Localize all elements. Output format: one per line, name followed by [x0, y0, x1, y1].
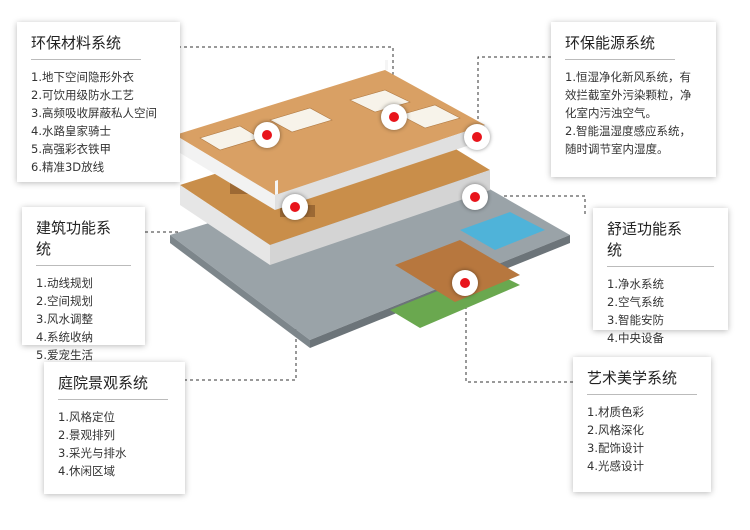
- list-item: 1.恒湿净化新风系统，有效拦截室外污染颗粒，净化室内污浊空气。: [565, 70, 692, 120]
- panel-eco-energy: 环保能源系统 1.恒湿净化新风系统，有效拦截室外污染颗粒，净化室内污浊空气。 2…: [551, 22, 716, 177]
- leader-eco-energy: [477, 56, 551, 130]
- list-item: 1.材质色彩: [587, 405, 644, 419]
- list-item: 1.动线规划: [36, 276, 93, 290]
- list-item: 1.风格定位: [58, 410, 115, 424]
- pool: [460, 212, 545, 250]
- list-item: 3.采光与排水: [58, 446, 127, 460]
- marker-upper-left[interactable]: [254, 122, 280, 148]
- panel-title: 建筑功能系统: [36, 217, 131, 266]
- list-item: 4.系统收纳: [36, 330, 93, 344]
- panel-title: 庭院景观系统: [58, 372, 169, 400]
- list-item: 2.景观排列: [58, 428, 115, 442]
- list-item: 2.空气系统: [607, 295, 664, 309]
- marker-eco-materials[interactable]: [381, 104, 407, 130]
- list-item: 5.高强彩衣铁甲: [31, 142, 111, 156]
- panel-building-function: 建筑功能系统 1.动线规划 2.空间规划 3.风水调整 4.系统收纳 5.爱宠生…: [22, 207, 145, 362]
- list-item: 2.智能温湿度感应系统，随时调节室内湿度。: [565, 124, 691, 156]
- panel-title: 环保材料系统: [31, 32, 142, 60]
- panel-title: 舒适功能系统: [607, 218, 714, 267]
- list-item: 2.空间规划: [36, 294, 93, 308]
- list-item: 4.水路皇家骑士: [31, 124, 111, 138]
- list-item: 3.配饰设计: [587, 441, 644, 455]
- marker-comfort-function[interactable]: [462, 184, 488, 210]
- house-illustration: [160, 60, 580, 350]
- list-item: 4.休闲区域: [58, 464, 115, 478]
- marker-building-function[interactable]: [282, 194, 308, 220]
- marker-eco-energy[interactable]: [464, 124, 490, 150]
- list-item: 4.光感设计: [587, 459, 644, 473]
- list-item: 2.风格深化: [587, 423, 644, 437]
- list-item: 5.爱宠生活: [36, 348, 93, 362]
- list-item: 3.风水调整: [36, 312, 93, 326]
- list-item: 3.智能安防: [607, 313, 664, 327]
- panel-art-aesthetics: 艺术美学系统 1.材质色彩 2.风格深化 3.配饰设计 4.光感设计: [573, 357, 711, 492]
- list-item: 1.地下空间隐形外衣: [31, 70, 134, 84]
- panel-title: 艺术美学系统: [587, 367, 697, 395]
- list-item: 6.精准3D放线: [31, 160, 105, 174]
- panel-title: 环保能源系统: [565, 32, 676, 60]
- list-item: 2.可饮用级防水工艺: [31, 88, 134, 102]
- list-item: 1.净水系统: [607, 277, 664, 291]
- panel-eco-materials: 环保材料系统 1.地下空间隐形外衣 2.可饮用级防水工艺 3.高频吸收屏蔽私人空…: [17, 22, 180, 182]
- panel-comfort-function: 舒适功能系统 1.净水系统 2.空气系统 3.智能安防 4.中央设备: [593, 208, 728, 345]
- leader-comfort-function: [486, 195, 586, 215]
- list-item: 4.中央设备: [607, 331, 664, 345]
- list-item: 3.高频吸收屏蔽私人空间: [31, 106, 157, 120]
- leader-art-aesthetics: [465, 295, 573, 383]
- panel-courtyard-landscape: 庭院景观系统 1.风格定位 2.景观排列 3.采光与排水 4.休闲区域: [44, 362, 185, 494]
- marker-art-aesthetics[interactable]: [452, 270, 478, 296]
